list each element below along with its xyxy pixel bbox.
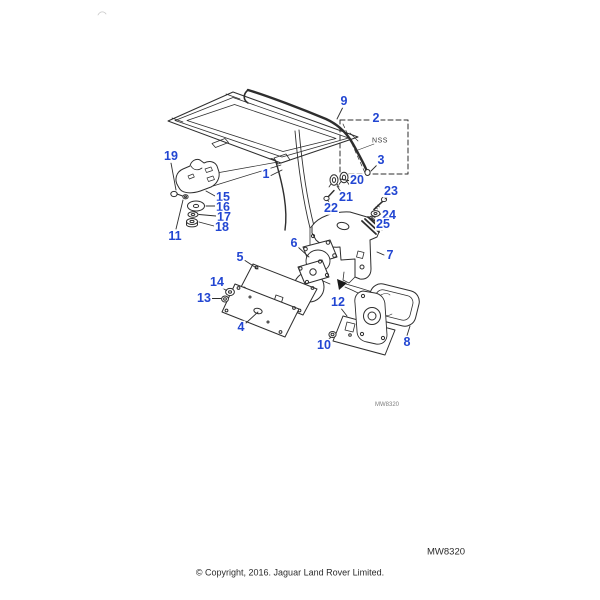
nss-dashed-box — [339, 119, 409, 176]
part-label-19: 19 — [163, 148, 179, 163]
bracket-attach-lines — [210, 161, 282, 187]
roof-frame-part — [167, 91, 359, 165]
part-label-13: 13 — [196, 290, 212, 305]
bolt-19-part — [170, 190, 189, 200]
part-label-14: 14 — [209, 274, 225, 289]
part-label-7: 7 — [385, 247, 395, 262]
seal-part-8 — [354, 283, 420, 345]
part-label-21: 21 — [338, 189, 354, 204]
rod-part-1 — [269, 158, 287, 231]
part-label-6: 6 — [289, 235, 299, 250]
plate-part-4 — [221, 283, 300, 338]
part-label-16: 16 — [215, 199, 231, 214]
drive-cable-part — [243, 88, 371, 176]
part-label-22: 22 — [323, 200, 339, 215]
washer-stack-part — [186, 200, 205, 228]
stray-mark — [97, 11, 107, 16]
copyright-text: © Copyright, 2016. Jaguar Land Rover Lim… — [195, 567, 385, 578]
part-label-23: 23 — [383, 183, 399, 198]
part-label-17: 17 — [216, 209, 232, 224]
nss-note: NSS — [372, 137, 388, 145]
drawing-code: MW8320 — [426, 546, 466, 558]
part-label-18: 18 — [214, 219, 230, 234]
part-label-10: 10 — [316, 337, 332, 352]
part-label-5: 5 — [235, 249, 245, 264]
part-label-15: 15 — [215, 189, 231, 204]
part-label-12: 12 — [330, 294, 346, 309]
part-label-9: 9 — [339, 93, 349, 108]
nut-washer-13-14-part — [221, 287, 235, 303]
part-label-1: 1 — [261, 166, 271, 181]
part-label-3: 3 — [376, 152, 386, 167]
part-label-25: 25 — [375, 216, 391, 231]
bracket-15-part — [175, 158, 220, 194]
part-label-4: 4 — [236, 319, 246, 334]
part-label-20: 20 — [349, 172, 365, 187]
part-label-2: 2 — [371, 110, 381, 125]
motor-drive-cables — [294, 129, 315, 229]
nut-part-10 — [328, 331, 337, 338]
part-label-11: 11 — [167, 228, 183, 243]
part-label-8: 8 — [402, 334, 412, 349]
drawing-code-small: MW8320 — [374, 402, 400, 408]
